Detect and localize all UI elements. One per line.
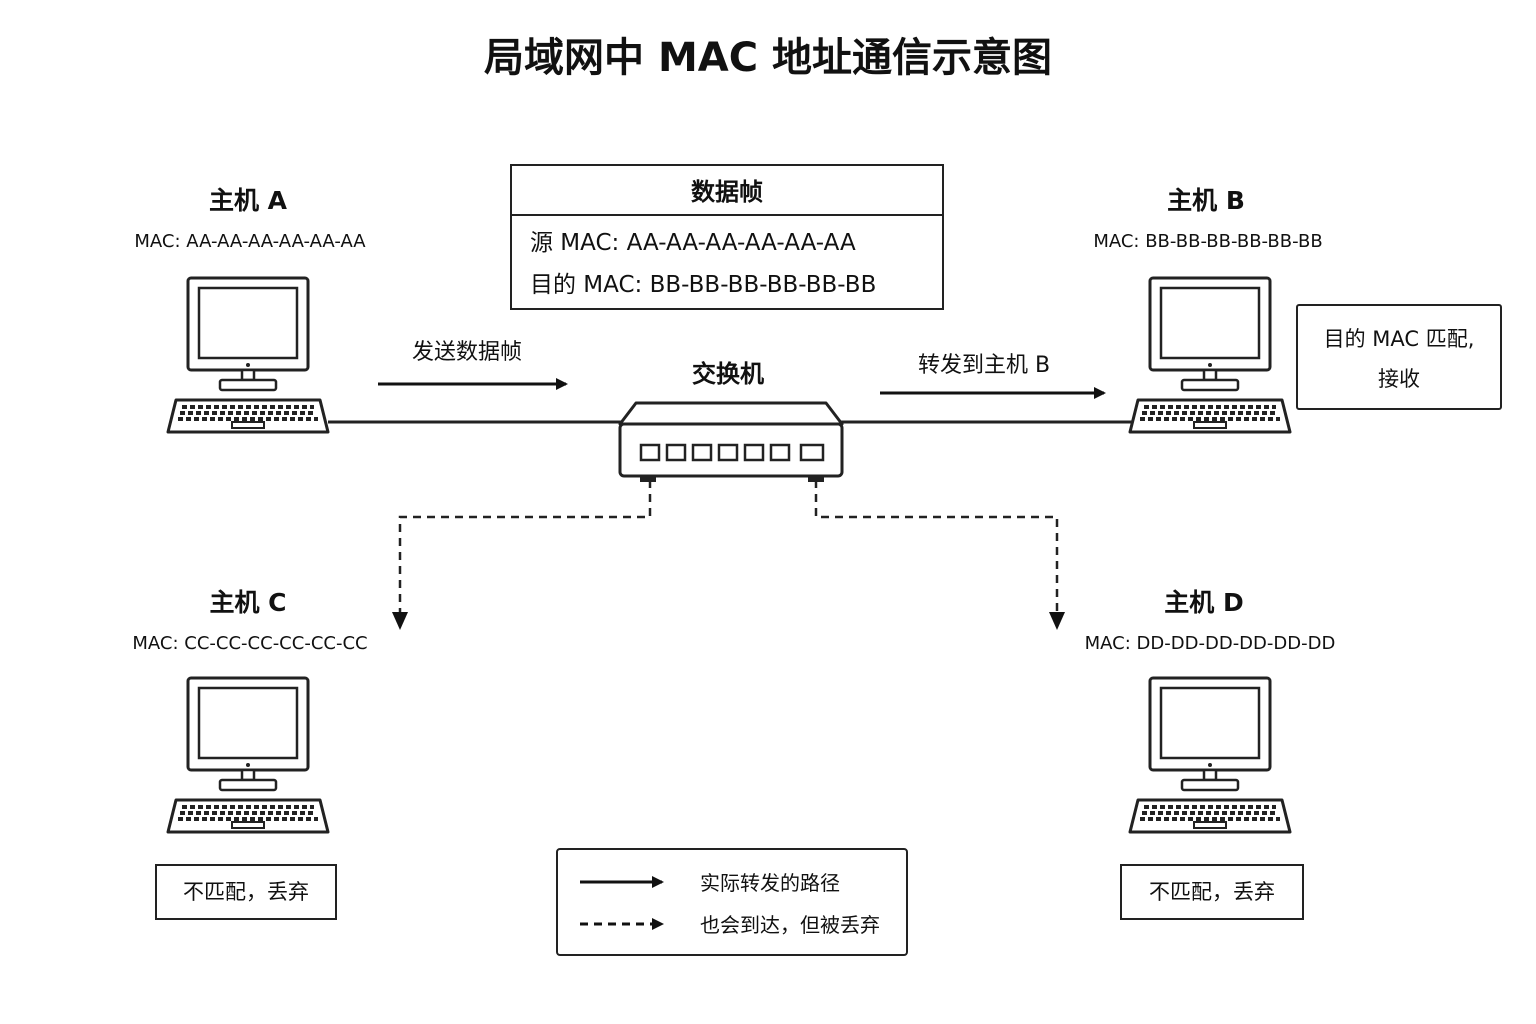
- host-d-mac: MAC: DD-DD-DD-DD-DD-DD: [1084, 633, 1336, 654]
- forward-to-b-label: 转发到主机 B: [918, 353, 1051, 378]
- host-b-note: 目的 MAC 匹配, 接收: [1296, 304, 1502, 410]
- host-c-note-text: 不匹配，丢弃: [183, 880, 309, 904]
- host-b-note-line1: 目的 MAC 匹配,: [1323, 327, 1475, 351]
- host-a-mac: MAC: AA-AA-AA-AA-AA-AA: [134, 231, 366, 252]
- host-c-note: 不匹配，丢弃: [155, 864, 337, 920]
- host-b-name: 主机 B: [1167, 186, 1245, 215]
- dashed-arrowhead-c: [392, 612, 408, 630]
- switch-label: 交换机: [692, 360, 764, 388]
- data-frame-dest-mac: 目的 MAC: BB-BB-BB-BB-BB-BB: [530, 272, 877, 298]
- host-d-name: 主机 D: [1164, 588, 1244, 617]
- host-a-name: 主机 A: [208, 186, 288, 215]
- dashed-path-to-d: [814, 480, 1059, 612]
- host-b-mac: MAC: BB-BB-BB-BB-BB-BB: [1093, 231, 1323, 252]
- data-frame-title: 数据帧: [691, 178, 763, 206]
- legend-box: 实际转发的路径 也会到达，但被丢弃: [556, 848, 908, 956]
- host-d-note-text: 不匹配，丢弃: [1149, 880, 1275, 904]
- legend-solid-label: 实际转发的路径: [700, 871, 840, 895]
- computer-icon: [1128, 276, 1292, 434]
- host-d-note: 不匹配，丢弃: [1120, 864, 1304, 920]
- data-frame-source-mac: 源 MAC: AA-AA-AA-AA-AA-AA: [530, 230, 856, 256]
- send-frame-label: 发送数据帧: [412, 340, 523, 365]
- computer-icon: [166, 676, 330, 834]
- computer-icon: [1128, 676, 1292, 834]
- host-c-mac: MAC: CC-CC-CC-CC-CC-CC: [132, 633, 368, 654]
- host-b-note-line2: 接收: [1378, 367, 1420, 391]
- data-frame-box: 数据帧 源 MAC: AA-AA-AA-AA-AA-AA 目的 MAC: BB-…: [510, 164, 944, 310]
- legend-dashed-label: 也会到达，但被丢弃: [700, 913, 880, 937]
- page-title: 局域网中 MAC 地址通信示意图: [484, 35, 1052, 81]
- dashed-arrowhead-d: [1049, 612, 1065, 630]
- dashed-path-to-c: [398, 480, 652, 612]
- computer-icon: [166, 276, 330, 434]
- data-frame-divider: [512, 214, 942, 216]
- host-c-name: 主机 C: [209, 588, 287, 617]
- switch-icon: [618, 401, 844, 482]
